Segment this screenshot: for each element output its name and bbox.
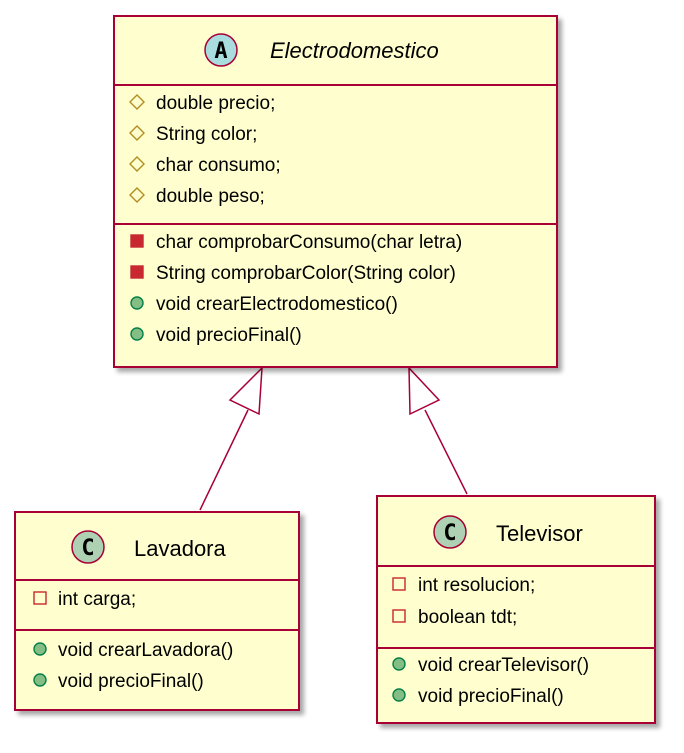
class-name: Lavadora: [134, 536, 227, 561]
class-electrodomestico[interactable]: A Electrodomestico double precio; String …: [113, 15, 558, 368]
method-text: void crearLavadora(): [58, 640, 233, 661]
public-visibility-icon: [33, 642, 47, 656]
public-visibility-icon: [130, 296, 144, 310]
public-visibility-icon: [392, 688, 406, 702]
class-lavadora[interactable]: C Lavadora int carga; void crearLavadora(…: [14, 511, 300, 711]
stereotype-letter: C: [443, 521, 456, 546]
private-visibility-icon: [130, 265, 144, 279]
stereotype-letter: A: [214, 39, 227, 64]
protected-visibility-icon: [129, 94, 145, 110]
class-stereotype-icon: [433, 515, 467, 549]
attribute-text: char consumo;: [156, 155, 281, 176]
attribute-text: double precio;: [156, 93, 275, 114]
method-text: void crearElectrodomestico(): [156, 294, 398, 315]
abstract-stereotype-icon: [204, 33, 238, 67]
method-text: char comprobarConsumo(char letra): [156, 232, 462, 253]
class-name: Televisor: [496, 521, 583, 546]
protected-visibility-icon: [129, 156, 145, 172]
private-visibility-icon: [33, 591, 47, 605]
attribute-text: boolean tdt;: [418, 607, 517, 628]
method-text: void precioFinal(): [418, 686, 564, 707]
public-visibility-icon: [130, 327, 144, 341]
public-visibility-icon: [33, 673, 47, 687]
public-visibility-icon: [392, 657, 406, 671]
attribute-text: int carga;: [58, 589, 136, 610]
private-visibility-icon: [392, 577, 406, 591]
private-visibility-icon: [392, 609, 406, 623]
protected-visibility-icon: [129, 125, 145, 141]
method-text: String comprobarColor(String color): [156, 263, 456, 284]
inheritance-televisor-to-electrodomestico: [408, 366, 468, 495]
method-text: void precioFinal(): [58, 671, 204, 692]
method-text: void crearTelevisor(): [418, 655, 589, 676]
protected-visibility-icon: [129, 187, 145, 203]
attribute-text: String color;: [156, 124, 257, 145]
attribute-text: double peso;: [156, 186, 265, 207]
method-text: void precioFinal(): [156, 325, 302, 346]
inheritance-lavadora-to-electrodomestico: [199, 366, 263, 511]
stereotype-letter: C: [81, 536, 94, 561]
attribute-text: int resolucion;: [418, 575, 535, 596]
class-stereotype-icon: [71, 530, 105, 564]
class-name: Electrodomestico: [270, 38, 439, 63]
class-televisor[interactable]: C Televisor int resolucion; boolean tdt; v…: [376, 495, 656, 724]
private-visibility-icon: [130, 234, 144, 248]
